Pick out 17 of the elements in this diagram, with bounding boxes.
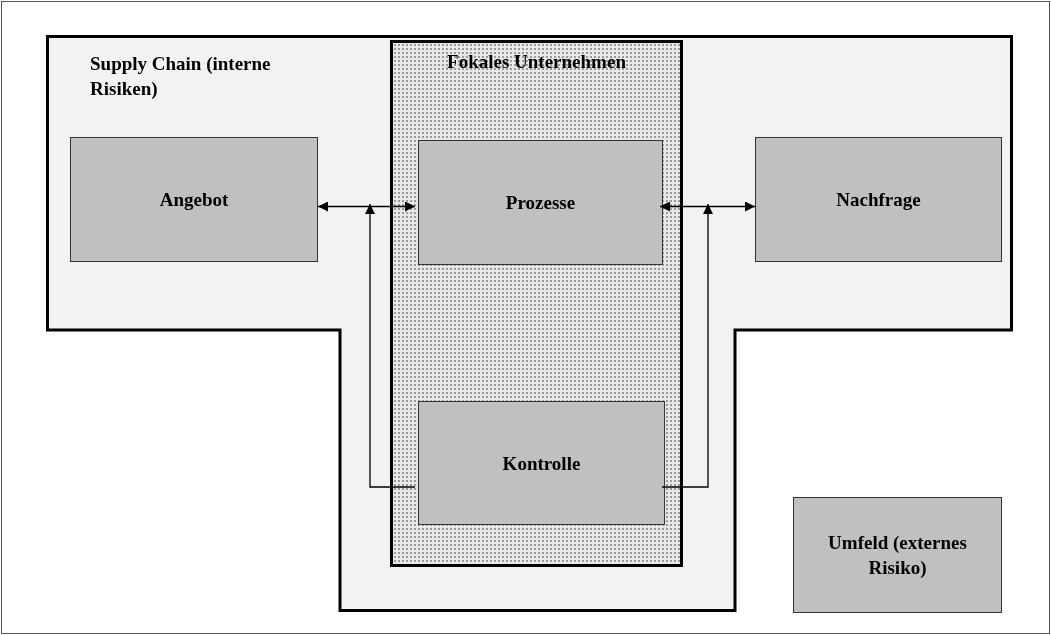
process-box	[755, 137, 1002, 262]
box-label: Kontrolle	[502, 451, 581, 476]
arrow	[661, 203, 713, 488]
box-label: Angebot	[159, 188, 229, 212]
arrow	[317, 201, 416, 212]
box-label: Umfeld (externes Risiko)	[827, 531, 968, 580]
process-box	[793, 497, 1002, 613]
region-heading: Supply Chain (interne Risiken)	[90, 52, 272, 101]
box-label: Prozesse	[505, 191, 576, 215]
arrow	[659, 201, 756, 212]
dotted-group-box	[390, 40, 683, 567]
process-box	[418, 401, 665, 525]
arrow	[365, 203, 416, 488]
box-label: Nachfrage	[836, 188, 921, 212]
process-box	[418, 140, 663, 265]
group-heading: Fokales Unternehmen	[446, 50, 627, 74]
process-box	[70, 137, 318, 262]
